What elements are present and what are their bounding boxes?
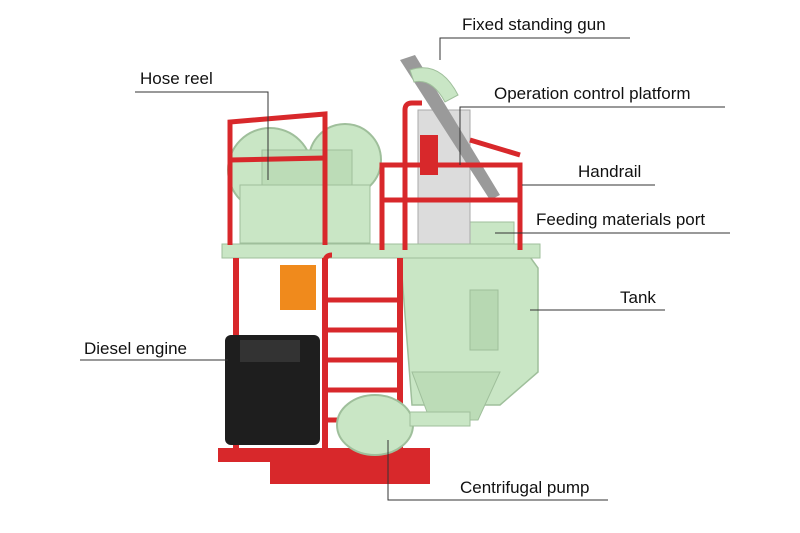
reel-rail (227, 111, 328, 245)
label-handrail: Handrail (578, 162, 642, 181)
pump-pipe (409, 411, 471, 427)
label-diesel-engine: Diesel engine (84, 339, 188, 358)
leader-operation-control-platform (459, 106, 725, 165)
label-hose-reel: Hose reel (140, 69, 213, 88)
diesel-engine-top (240, 340, 300, 362)
handrail (379, 100, 523, 250)
diesel-engine (225, 335, 320, 445)
leader-hose-reel (135, 91, 269, 180)
hose-reel-stand (239, 184, 371, 244)
label-feeding-materials-port: Feeding materials port (536, 210, 706, 229)
orange-box (280, 265, 316, 310)
label-fixed-standing-gun: Fixed standing gun (462, 15, 606, 34)
ladder (322, 252, 398, 423)
leader-lines (80, 37, 730, 501)
centrifugal-pump (336, 394, 414, 456)
label-operation-control-platform: Operation control platform (494, 84, 691, 103)
control-panel-red (420, 135, 438, 175)
label-tank: Tank (620, 288, 656, 307)
tank-panel (469, 289, 499, 351)
leader-centrifugal-pump (387, 440, 608, 501)
base-skid-front (270, 462, 430, 484)
leader-fixed-standing-gun (439, 37, 630, 60)
standing-gun-elbow (409, 67, 459, 103)
label-centrifugal-pump: Centrifugal pump (460, 478, 590, 497)
control-platform (417, 109, 471, 251)
tank-hopper (411, 371, 501, 421)
